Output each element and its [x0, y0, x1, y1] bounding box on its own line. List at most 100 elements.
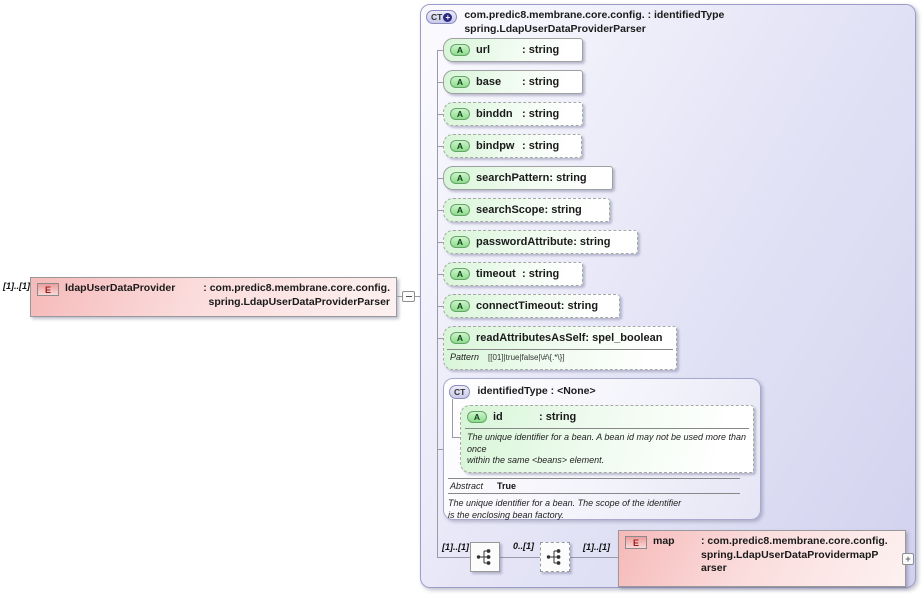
abstract-facet: Abstract True: [448, 478, 740, 494]
attribute-name: passwordAttribute: [476, 236, 574, 248]
connector-stub: [437, 50, 443, 51]
pattern-facet: Pattern[[01]|true|false|\#\{.*\}]: [447, 349, 673, 363]
element-map[interactable]: E map : com.predic8.membrane.core.config…: [618, 530, 906, 587]
sequence-glyph: [476, 549, 491, 565]
connector-line: [437, 557, 470, 558]
complex-type-title: com.predic8.membrane.core.config. : iden…: [464, 9, 725, 35]
complex-type-icon: CT: [449, 385, 471, 399]
sequence-cardinality: 0..[1]: [513, 541, 535, 551]
attribute-type: : string: [522, 76, 560, 88]
attribute-name: searchScope: [476, 204, 545, 216]
attribute-type: : string: [522, 44, 560, 56]
attribute-type: : string: [560, 300, 599, 312]
attribute-icon: A: [450, 300, 470, 312]
attribute-icon: A: [450, 204, 470, 216]
attribute-id: A id : string The unique identifier for …: [460, 405, 754, 473]
attribute-icon: A: [450, 108, 470, 120]
minus-icon: [405, 296, 412, 297]
expand-badge-icon: +: [443, 12, 453, 22]
expand-handle[interactable]: +: [902, 553, 914, 565]
connector-stub: [437, 178, 443, 179]
element-name: map: [653, 535, 675, 547]
connector-line: [570, 557, 618, 558]
attribute-icon: A: [450, 236, 470, 248]
nested-type-header: CT identifiedType : <None>: [449, 384, 596, 399]
ct-label: CT: [431, 12, 443, 22]
root-cardinality: [1]..[1]: [3, 281, 30, 291]
attribute-name: url: [476, 44, 491, 56]
attribute-icon: A: [450, 332, 470, 344]
attribute-doc: The unique identifier for a bean. A bean…: [467, 432, 747, 466]
abstract-value: True: [497, 481, 517, 491]
attribute-type: : string: [539, 411, 577, 423]
attribute-type: : string: [544, 204, 582, 216]
collapse-handle[interactable]: [402, 291, 415, 302]
sequence-icon: [470, 542, 500, 572]
attribute-icon: A: [450, 172, 470, 184]
element-type: : com.predic8.membrane.core.config. spri…: [701, 535, 888, 575]
element-icon: E: [37, 283, 59, 296]
attribute-icon: A: [450, 44, 470, 56]
connector-line: [452, 399, 453, 437]
element-type: : com.predic8.membrane.core.config. spri…: [203, 282, 390, 308]
attribute-name: timeout: [476, 268, 516, 280]
connector-stub: [437, 82, 443, 83]
attribute-type: : string: [522, 268, 560, 280]
attribute-name: bindpw: [476, 140, 515, 152]
complex-type-icon: CT +: [426, 10, 458, 24]
nested-type-title: identifiedType : <None>: [477, 384, 596, 397]
attribute-name: searchPattern: [476, 172, 550, 184]
sequence-cardinality: [1]..[1]: [442, 542, 469, 552]
connector-stub: [437, 210, 443, 211]
connector-line: [500, 557, 540, 558]
abstract-label: Abstract: [450, 481, 484, 491]
attribute-icon: A: [450, 140, 470, 152]
connector-stub: [437, 338, 443, 339]
attribute-name: id: [493, 411, 503, 423]
map-cardinality: [1]..[1]: [583, 542, 610, 552]
attribute-type: : string: [573, 236, 611, 248]
connector-stub: [437, 114, 443, 115]
attribute-type: : spel_boolean: [585, 332, 663, 344]
nested-type-doc: The unique identifier for a bean. The sc…: [448, 498, 682, 520]
connector-line: [452, 437, 460, 438]
attribute-icon: A: [450, 268, 470, 280]
connector-stub: [437, 146, 443, 147]
nested-type-identifiedType: CT identifiedType : <None> A id : string…: [443, 378, 761, 520]
element-name: ldapUserDataProvider: [65, 282, 176, 294]
divider: [465, 428, 749, 429]
attribute-type: : string: [549, 172, 587, 184]
connector-stub: [437, 274, 443, 275]
attribute-icon: A: [467, 411, 487, 423]
attribute-type: : string: [522, 108, 560, 120]
ct-label: CT: [454, 387, 466, 397]
sequence-icon: [540, 542, 570, 572]
connector-stub: [437, 242, 443, 243]
element-ldapUserDataProvider[interactable]: E ldapUserDataProvider : com.predic8.mem…: [30, 277, 397, 317]
connector-trunk: [437, 50, 438, 557]
attribute-name: readAttributesAsSelf: [476, 332, 586, 344]
complex-type-header: CT + com.predic8.membrane.core.config. :…: [426, 9, 724, 36]
sequence-glyph: [546, 549, 561, 565]
attribute-name: base: [476, 76, 502, 88]
plus-icon: +: [905, 553, 911, 564]
connector-stub: [437, 306, 443, 307]
attribute-icon: A: [450, 76, 470, 88]
connector-stub: [437, 449, 443, 450]
element-icon: E: [625, 536, 647, 549]
attribute-name: connectTimeout: [476, 300, 561, 312]
attribute-type: : string: [522, 140, 560, 152]
attribute-name: binddn: [476, 108, 513, 120]
facet-value: [[01]|true|false|\#\{.*\}]: [488, 353, 565, 362]
